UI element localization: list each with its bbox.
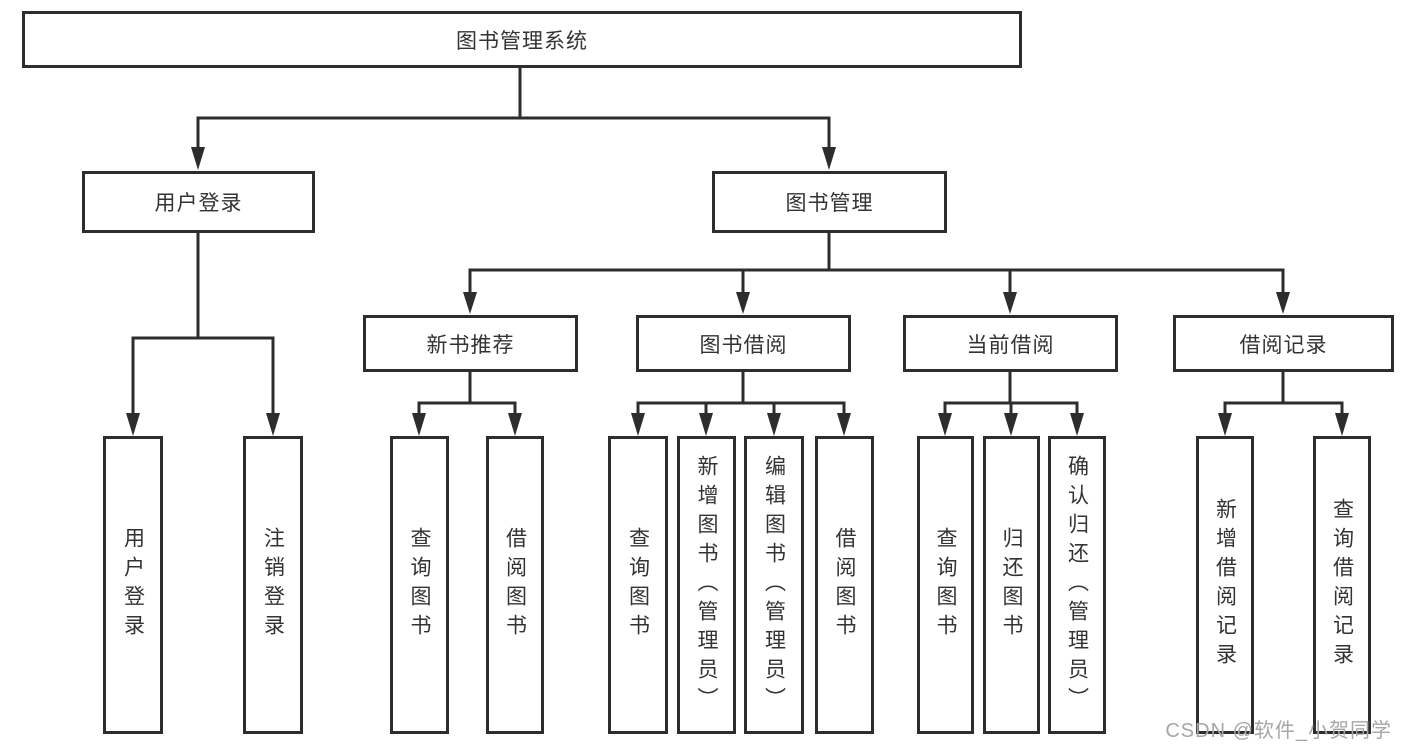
- leaf-logout: 注销登录: [243, 436, 303, 734]
- leaf-query-books-borrowing: 查询图书: [608, 436, 668, 734]
- leaf-add-borrow-record-label: 新增借阅记录: [1213, 498, 1237, 672]
- node-current-borrowing: 当前借阅: [903, 315, 1118, 372]
- leaf-query-borrow-record-label: 查询借阅记录: [1330, 498, 1354, 672]
- watermark: CSDN @软件_小贺同学: [1165, 720, 1392, 742]
- leaf-user-login: 用户登录: [103, 436, 163, 734]
- leaf-confirm-return-admin: 确认归还（管理员）: [1048, 436, 1106, 734]
- leaf-query-books-current: 查询图书: [917, 436, 974, 734]
- leaf-borrow-books-borrowing: 借阅图书: [815, 436, 874, 734]
- leaf-query-books-current-label: 查询图书: [934, 527, 957, 643]
- node-root: 图书管理系统: [22, 11, 1022, 68]
- leaf-edit-books-admin-label: 编辑图书（管理员）: [762, 454, 786, 716]
- leaf-logout-label: 注销登录: [261, 527, 285, 643]
- leaf-query-borrow-record: 查询借阅记录: [1313, 436, 1371, 734]
- leaf-query-books-borrowing-label: 查询图书: [626, 527, 650, 643]
- node-book-borrowing: 图书借阅: [636, 315, 851, 372]
- node-current-borrowing-label: 当前借阅: [966, 333, 1055, 357]
- leaf-query-books-recommend-label: 查询图书: [408, 527, 431, 643]
- node-new-book-recommend-label: 新书推荐: [426, 333, 515, 357]
- node-book-borrowing-label: 图书借阅: [699, 333, 788, 357]
- leaf-borrow-books-borrowing-label: 借阅图书: [833, 527, 856, 643]
- leaf-borrow-books-recommend-label: 借阅图书: [503, 527, 527, 643]
- leaf-add-borrow-record: 新增借阅记录: [1196, 436, 1254, 734]
- leaf-query-books-recommend: 查询图书: [390, 436, 449, 734]
- leaf-add-books-admin-label: 新增图书（管理员）: [695, 454, 718, 716]
- node-book-management: 图书管理: [712, 171, 947, 233]
- leaf-edit-books-admin: 编辑图书（管理员）: [744, 436, 804, 734]
- node-book-management-label: 图书管理: [785, 192, 874, 215]
- node-new-book-recommend: 新书推荐: [363, 315, 578, 372]
- node-borrow-records: 借阅记录: [1173, 315, 1394, 372]
- node-user-login-label: 用户登录: [154, 192, 243, 215]
- node-root-label: 图书管理系统: [456, 29, 588, 53]
- leaf-borrow-books-recommend: 借阅图书: [486, 436, 544, 734]
- node-user-login: 用户登录: [82, 171, 315, 233]
- leaf-return-books: 归还图书: [983, 436, 1040, 734]
- node-borrow-records-label: 借阅记录: [1239, 333, 1328, 357]
- leaf-confirm-return-admin-label: 确认归还（管理员）: [1065, 454, 1089, 716]
- leaf-user-login-label: 用户登录: [121, 527, 145, 643]
- leaf-add-books-admin: 新增图书（管理员）: [677, 436, 736, 734]
- leaf-return-books-label: 归还图书: [1000, 527, 1023, 643]
